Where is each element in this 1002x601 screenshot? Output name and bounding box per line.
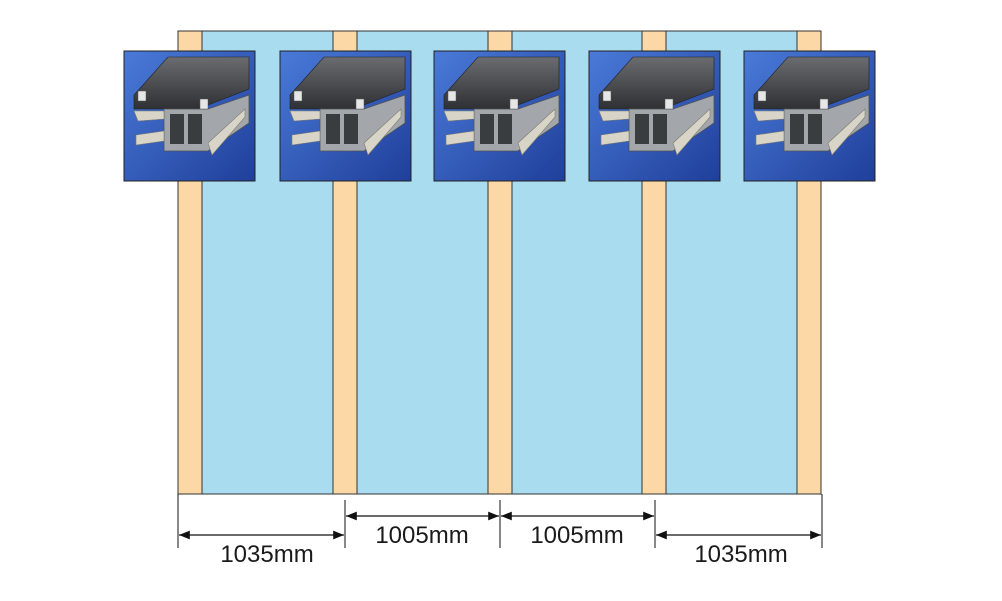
dimension-label-2: 1005mm — [375, 522, 468, 549]
glazing-bar-end-profile-icon — [743, 50, 876, 182]
glazing-bar-profile-icon — [279, 50, 412, 182]
dimension-label-4: 1035mm — [694, 541, 787, 568]
glazing-bar-photos — [123, 50, 876, 182]
glazing-bar-profile-icon — [588, 50, 721, 182]
glazing-bar-profile-icon — [433, 50, 566, 182]
dimension-annotations: 1035mm 1005mm 1005mm 1035mm — [177, 494, 823, 568]
dimension-label-1: 1035mm — [220, 541, 313, 568]
dimension-label-3: 1005mm — [530, 522, 623, 549]
glazing-bar-end-profile-icon — [123, 50, 256, 182]
